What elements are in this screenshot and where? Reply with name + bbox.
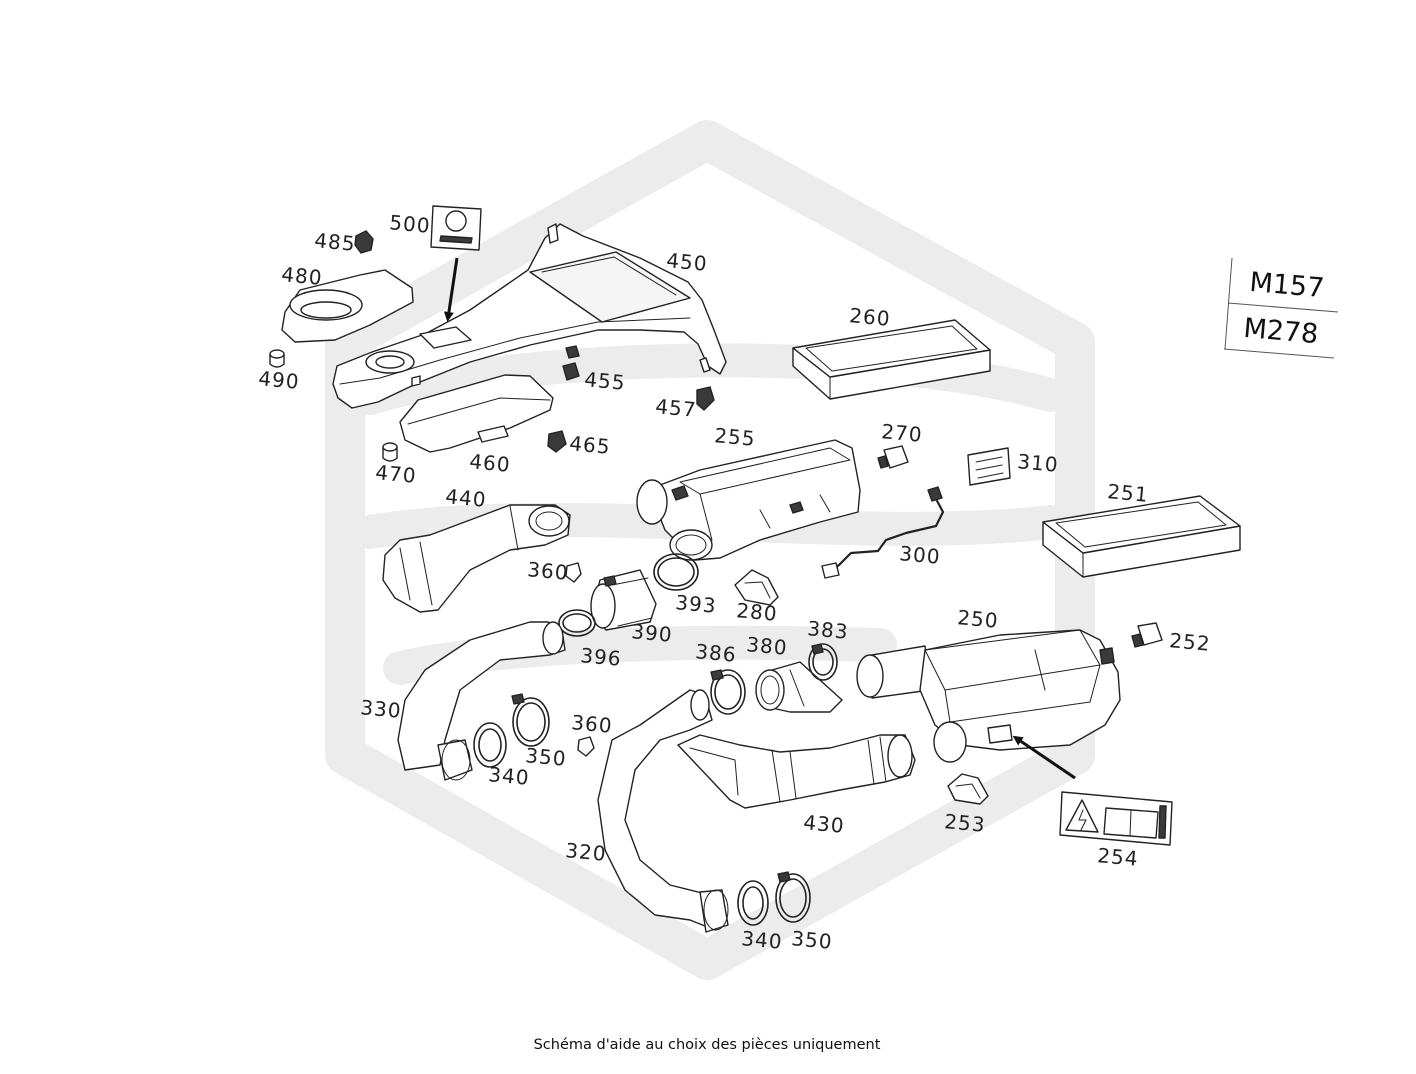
part-252-sensor bbox=[1131, 622, 1163, 648]
divider bbox=[1223, 348, 1335, 359]
part-360-clip bbox=[565, 562, 582, 583]
part-430-intake-hose bbox=[677, 734, 916, 809]
callout-380[interactable]: 380 bbox=[745, 632, 788, 659]
callout-310[interactable]: 310 bbox=[1016, 449, 1059, 476]
callout-260[interactable]: 260 bbox=[848, 303, 891, 330]
part-457-clip bbox=[696, 386, 715, 411]
callouts: 485 500 480 450 490 455 457 260 255 270 … bbox=[257, 210, 1211, 953]
engine-code-primary: M157 bbox=[1248, 267, 1325, 304]
part-300-wire-harness bbox=[821, 486, 945, 579]
part-253-bracket bbox=[947, 773, 989, 805]
engine-code-box: M157 M278 bbox=[1223, 257, 1339, 359]
callout-460[interactable]: 460 bbox=[468, 449, 511, 476]
callout-252[interactable]: 252 bbox=[1168, 628, 1211, 655]
part-360-clip bbox=[577, 736, 595, 757]
part-251-air-filter bbox=[1042, 495, 1241, 578]
part-455-clip bbox=[562, 345, 580, 381]
callout-340[interactable]: 340 bbox=[487, 762, 530, 789]
callout-480[interactable]: 480 bbox=[280, 262, 323, 289]
part-490-grommet bbox=[269, 349, 285, 368]
part-383-hose-clamp bbox=[808, 643, 838, 681]
callout-330[interactable]: 330 bbox=[359, 695, 402, 722]
callout-270[interactable]: 270 bbox=[880, 419, 923, 446]
part-254-warning-label bbox=[1059, 791, 1173, 846]
callout-386[interactable]: 386 bbox=[694, 639, 737, 666]
callout-457[interactable]: 457 bbox=[654, 394, 697, 421]
part-280-bracket bbox=[734, 569, 779, 606]
warning-icon bbox=[1065, 799, 1099, 833]
part-330-intake-hose bbox=[397, 621, 566, 781]
callout-455[interactable]: 455 bbox=[583, 367, 626, 394]
part-350-hose-clamp bbox=[511, 693, 550, 747]
callout-320[interactable]: 320 bbox=[564, 838, 607, 865]
part-386-hose-clamp bbox=[710, 669, 746, 715]
part-450-engine-cover bbox=[332, 223, 727, 409]
pointer-arrow bbox=[443, 257, 459, 322]
callout-350[interactable]: 350 bbox=[524, 743, 567, 770]
callout-383[interactable]: 383 bbox=[806, 616, 849, 643]
part-250-air-filter-housing bbox=[856, 629, 1121, 763]
callout-255[interactable]: 255 bbox=[713, 423, 756, 450]
part-460-duct bbox=[399, 374, 554, 453]
callout-340[interactable]: 340 bbox=[740, 926, 783, 953]
part-310-label bbox=[967, 447, 1011, 486]
part-350-hose-clamp bbox=[775, 871, 811, 923]
callout-253[interactable]: 253 bbox=[943, 809, 986, 836]
part-440-air-duct bbox=[382, 504, 571, 613]
watermark-hexagon bbox=[325, 120, 1095, 980]
callout-280[interactable]: 280 bbox=[735, 598, 778, 625]
part-255-air-filter-housing bbox=[636, 439, 861, 561]
diagram-caption: Schéma d'aide au choix des pièces unique… bbox=[534, 1037, 881, 1053]
callout-250[interactable]: 250 bbox=[956, 605, 999, 632]
part-465-clip bbox=[547, 430, 567, 453]
pointer-arrow bbox=[1012, 735, 1076, 780]
callout-470[interactable]: 470 bbox=[374, 460, 417, 487]
part-470-grommet bbox=[382, 442, 398, 462]
callout-350[interactable]: 350 bbox=[790, 926, 833, 953]
part-260-air-filter bbox=[792, 319, 991, 400]
part-320-intake-hose bbox=[597, 689, 729, 933]
engine-code-secondary: M278 bbox=[1242, 313, 1319, 350]
callout-300[interactable]: 300 bbox=[898, 541, 941, 568]
callout-490[interactable]: 490 bbox=[257, 366, 300, 393]
callout-500[interactable]: 500 bbox=[388, 210, 431, 237]
callout-251[interactable]: 251 bbox=[1106, 479, 1149, 506]
callout-450[interactable]: 450 bbox=[665, 248, 708, 275]
callout-360[interactable]: 360 bbox=[570, 710, 613, 737]
callout-254[interactable]: 254 bbox=[1096, 843, 1139, 870]
part-270-sensor bbox=[877, 445, 909, 469]
part-380-air-mass-sensor bbox=[755, 661, 843, 713]
part-340-ring bbox=[473, 722, 507, 768]
callout-390[interactable]: 390 bbox=[630, 619, 673, 646]
callout-440[interactable]: 440 bbox=[444, 484, 487, 511]
part-340-ring bbox=[737, 880, 769, 926]
part-500-label bbox=[430, 205, 482, 251]
part-393-hose-clamp bbox=[653, 553, 699, 591]
callout-430[interactable]: 430 bbox=[802, 810, 845, 837]
part-396-hose-clamp bbox=[558, 609, 596, 637]
callout-465[interactable]: 465 bbox=[568, 431, 611, 458]
callout-485[interactable]: 485 bbox=[313, 228, 356, 255]
part-390-air-mass-sensor bbox=[590, 569, 657, 631]
part-480-cover bbox=[281, 269, 414, 343]
callout-393[interactable]: 393 bbox=[674, 590, 717, 617]
part-485-clip bbox=[354, 230, 374, 254]
callout-396[interactable]: 396 bbox=[579, 643, 622, 670]
divider bbox=[1227, 302, 1339, 313]
callout-360[interactable]: 360 bbox=[526, 557, 569, 584]
